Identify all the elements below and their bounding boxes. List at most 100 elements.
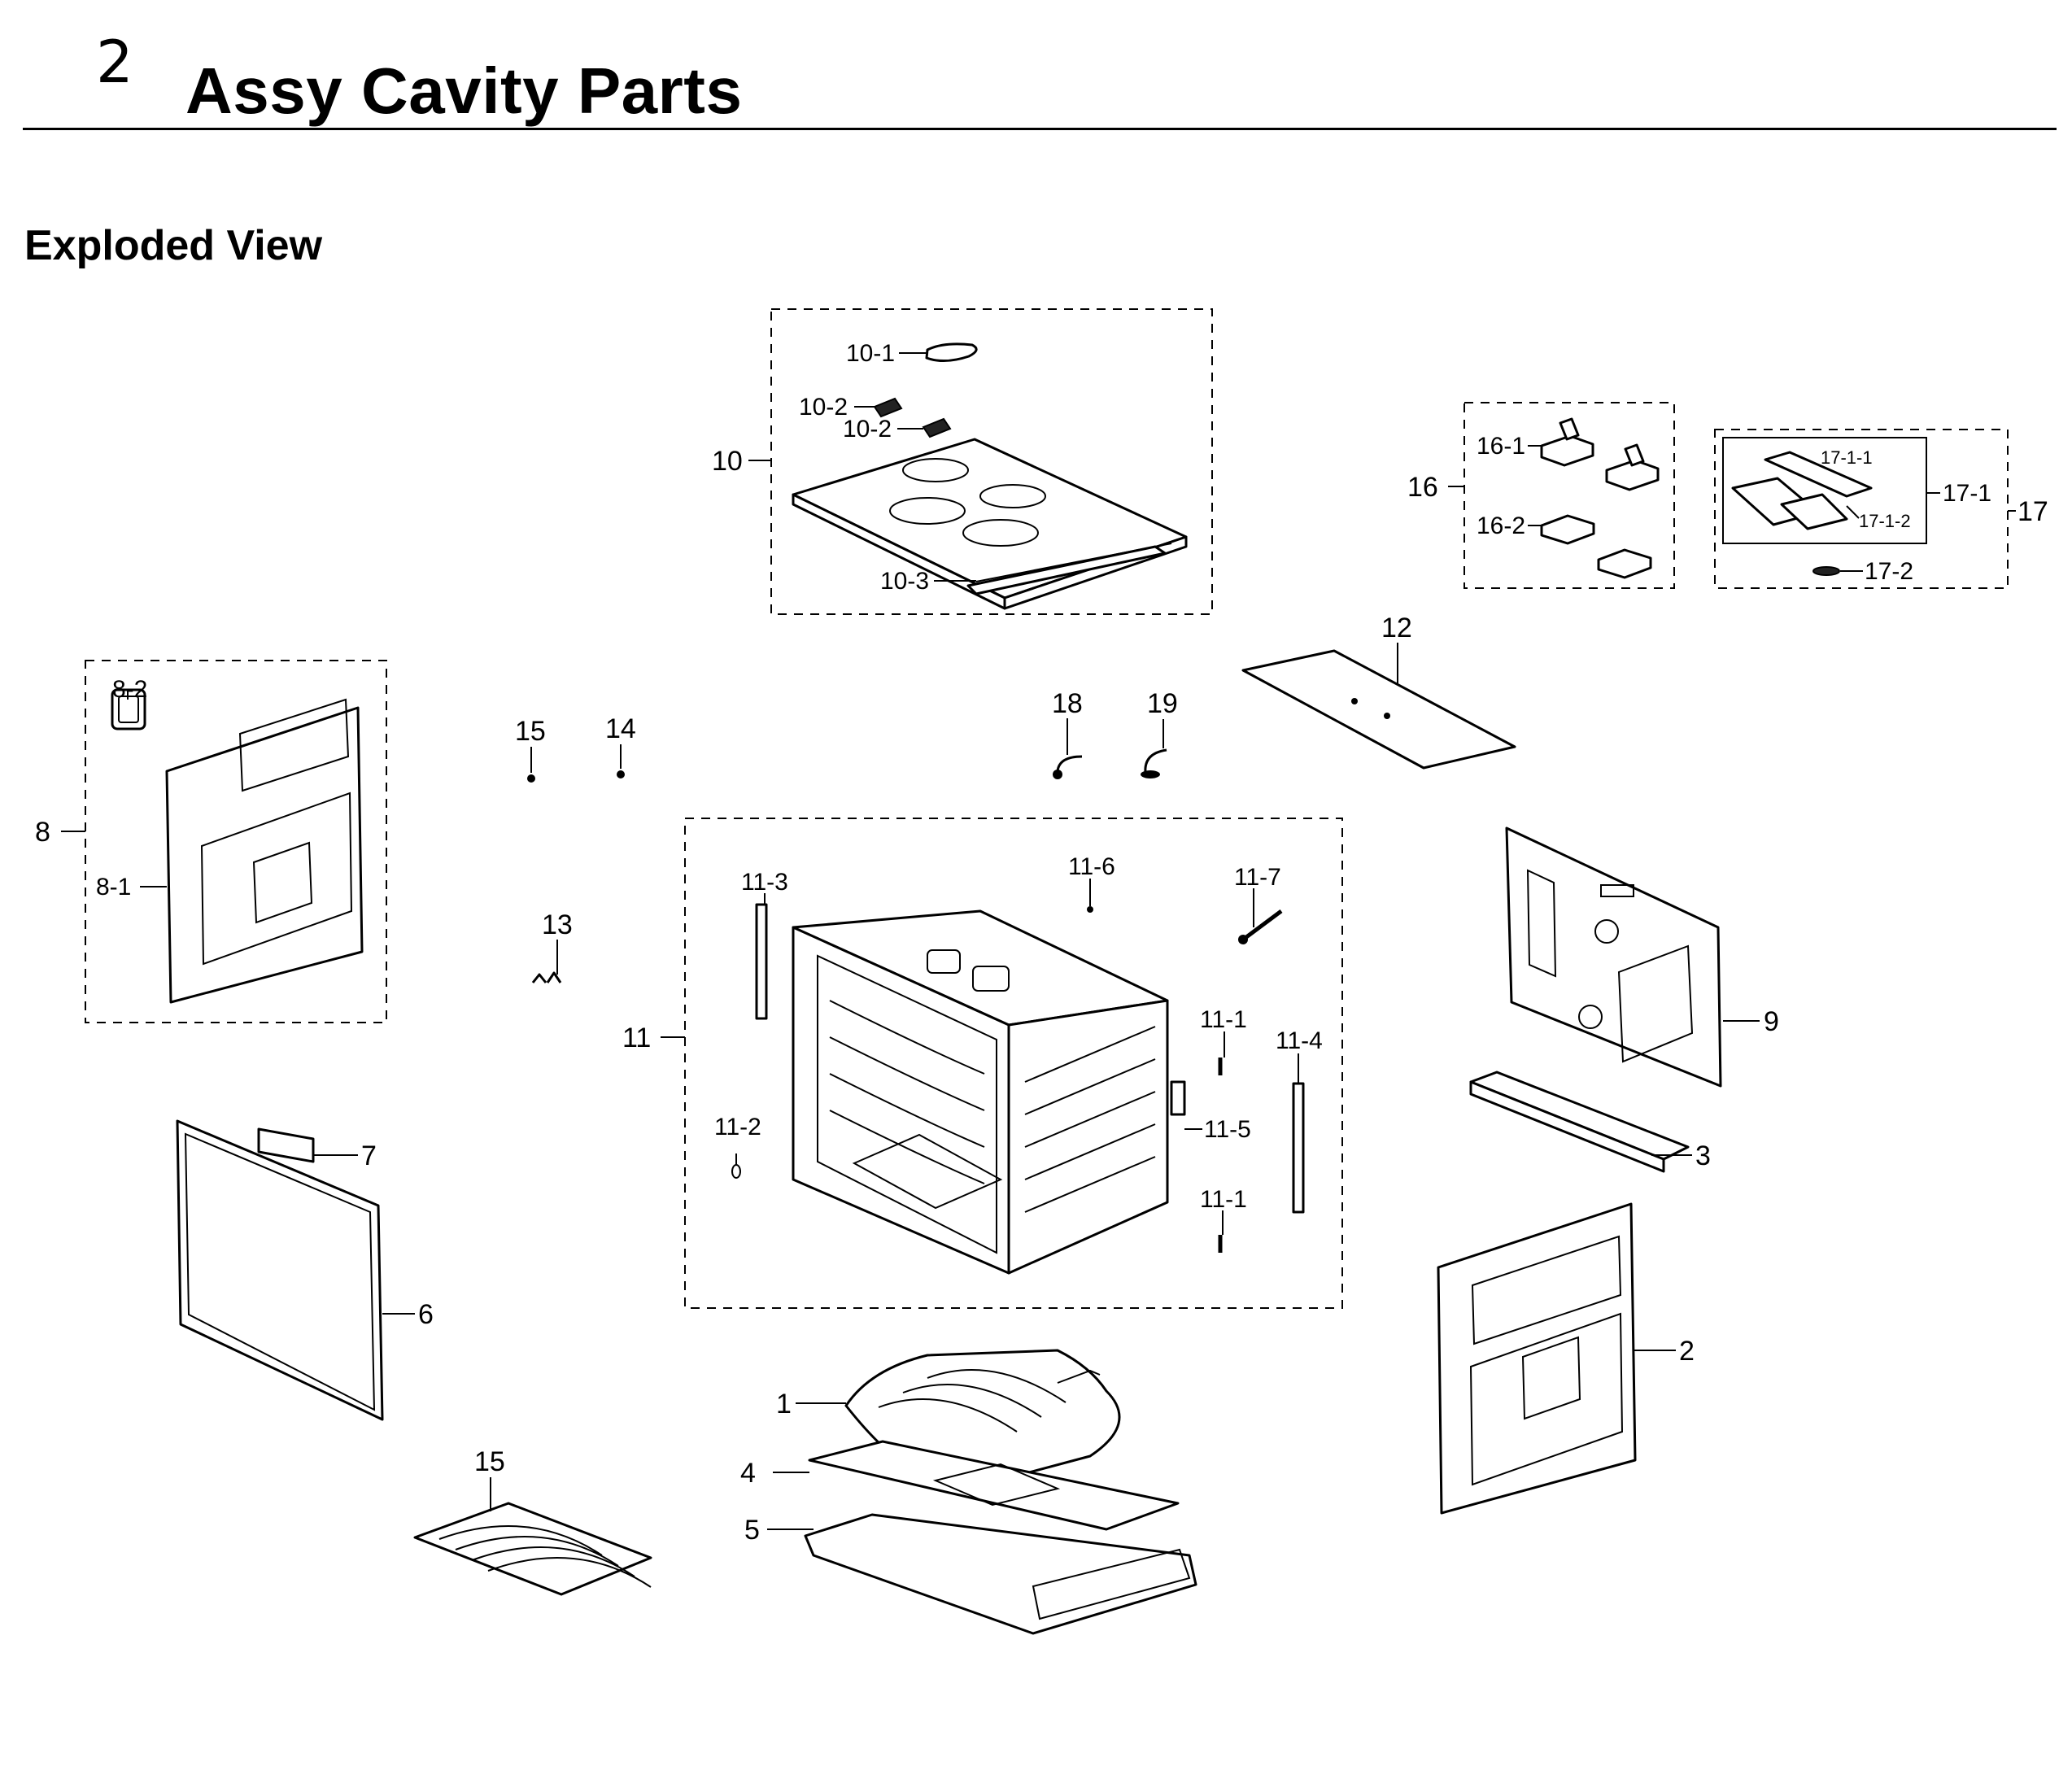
part-11-floor-recess (852, 1133, 1003, 1210)
callout-16: 16 (1407, 472, 1438, 503)
part-13-clips (531, 971, 562, 983)
callout-12: 12 (1381, 613, 1412, 643)
part-16-1-foot-a-post (1559, 417, 1580, 441)
part-2-window (1521, 1336, 1581, 1420)
part-11-cavity-right (1007, 999, 1169, 1275)
group-16-box (1463, 402, 1675, 589)
callout-11-5: 11-5 (1204, 1116, 1251, 1143)
part-17-1-1-strip (1764, 451, 1873, 498)
part-18-sensor-tip (1053, 770, 1062, 779)
group-11-box (684, 818, 1343, 1309)
part-11-6-screw (1087, 906, 1093, 913)
callout-16-1: 16-1 (1477, 433, 1525, 460)
part-2-panel (1437, 1202, 1637, 1515)
callout-10-3: 10-3 (880, 568, 929, 595)
part-6-gasket-inner (184, 1132, 376, 1411)
group-16-feet (1463, 402, 1675, 589)
callout-8-1: 8-1 (96, 874, 131, 901)
title-rule (23, 128, 2057, 130)
callout-2: 2 (1679, 1336, 1695, 1367)
callout-6: 6 (418, 1299, 434, 1330)
part-11-rack-guides-right (1024, 1026, 1156, 1213)
part-2-upper-slot (1471, 1235, 1622, 1345)
callout-10-2b: 10-2 (843, 416, 892, 443)
part-10-vent-3 (889, 497, 966, 525)
callout-15b: 15 (474, 1446, 505, 1477)
callout-9: 9 (1764, 1006, 1779, 1037)
part-8-1-panel (165, 706, 364, 1004)
callout-13: 13 (542, 909, 573, 940)
part-7-bracket (257, 1127, 315, 1163)
part-18-sensor (1056, 755, 1083, 772)
part-5-base-tray-channel (1032, 1548, 1191, 1620)
callout-17: 17 (2017, 496, 2048, 527)
group-8-side-panel (85, 660, 387, 1023)
part-11-cavity-front (792, 926, 1010, 1275)
part-9-side-channel (1526, 869, 1557, 978)
callout-11-7: 11-7 (1234, 864, 1281, 891)
part-11-7-rod (1241, 909, 1283, 942)
callout-10-1: 10-1 (846, 340, 895, 367)
callout-11-4: 11-4 (1276, 1027, 1323, 1054)
part-8-1-recess (200, 792, 353, 966)
part-12-hole-a (1351, 698, 1358, 704)
part-9-connector (1600, 884, 1634, 897)
section-title: Assy Cavity Parts (185, 55, 743, 127)
part-1-element-coils (878, 1369, 1067, 1433)
part-5-base-tray (804, 1513, 1197, 1635)
part-3-tray (1469, 1071, 1690, 1161)
leader-17-1-2 (1846, 505, 1860, 519)
part-4-cover-window (932, 1463, 1061, 1507)
callout-19: 19 (1147, 688, 1178, 719)
part-2-side-panel (1437, 1202, 1637, 1515)
callout-15a: 15 (515, 716, 546, 747)
callout-14: 14 (605, 713, 636, 744)
part-11-top-vent-a (927, 949, 961, 974)
part-15-element-coils (438, 1525, 652, 1588)
callout-7: 7 (361, 1140, 377, 1171)
part-15-screw (527, 774, 535, 783)
part-9-fan-a (1594, 919, 1619, 944)
callout-10: 10 (712, 446, 743, 477)
part-12-panel (1241, 649, 1516, 770)
part-11-3-bracket (755, 903, 768, 1020)
part-3-tray-lip (1469, 1080, 1665, 1173)
group-11-cavity (684, 818, 1343, 1309)
part-14-screw (617, 770, 625, 778)
callout-11-3: 11-3 (741, 869, 788, 896)
callout-16-2: 16-2 (1477, 512, 1525, 539)
part-9-fan-b (1578, 1005, 1603, 1029)
part-16-2-pad-b (1597, 548, 1652, 579)
callout-11-1b: 11-1 (1200, 1186, 1247, 1213)
part-12-hole-b (1384, 713, 1390, 719)
callout-4: 4 (740, 1458, 756, 1489)
part-16-1-foot-b-post (1624, 443, 1645, 467)
section-number: 2 (96, 28, 133, 96)
callout-3: 3 (1695, 1140, 1711, 1171)
part-11-7-rod-tip (1238, 935, 1248, 944)
part-6-gasket (176, 1119, 384, 1421)
part-17-1-2-pad-b (1780, 493, 1848, 530)
part-2-recess (1469, 1312, 1624, 1486)
callout-18: 18 (1052, 688, 1083, 719)
part-10-vent-4 (962, 519, 1039, 547)
part-10-vent-2 (979, 484, 1046, 508)
group-10-top-cover (770, 308, 1213, 615)
callout-17-1-2: 17-1-2 (1859, 511, 1911, 531)
callout-11-1a: 11-1 (1200, 1006, 1247, 1033)
callout-17-1: 17-1 (1943, 480, 1991, 507)
callout-11-6: 11-6 (1068, 853, 1115, 880)
part-8-1-window (252, 841, 313, 924)
part-1-element-terminal (1057, 1369, 1101, 1384)
callout-5: 5 (744, 1515, 760, 1546)
part-8-1-upper-slot (238, 698, 350, 792)
exploded-view-heading: Exploded View (24, 222, 323, 269)
part-11-cavity-opening (817, 954, 997, 1254)
callout-11-2: 11-2 (714, 1114, 761, 1140)
part-19-sensor (1144, 748, 1167, 774)
part-16-2-pad-a (1540, 514, 1595, 545)
callout-17-2: 17-2 (1865, 558, 1913, 585)
part-11-2-grommet (731, 1164, 741, 1179)
